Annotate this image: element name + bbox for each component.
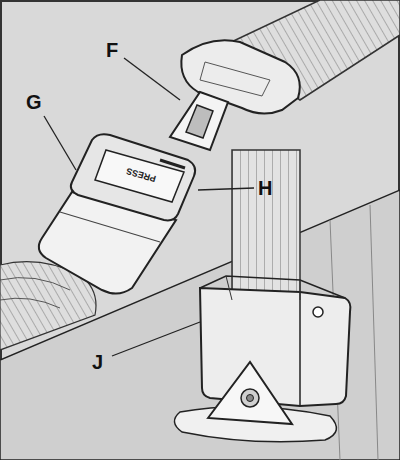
callout-letter: J (92, 352, 103, 372)
buckle-opening (160, 160, 185, 168)
buckle-face (71, 134, 195, 220)
callout-letter: F (106, 40, 118, 60)
anchor-body (200, 288, 350, 406)
tongue-slot (186, 105, 213, 138)
anchor-edges (200, 276, 345, 406)
leader-line (124, 58, 180, 100)
anchor-opening (226, 276, 300, 300)
bolt-head (247, 395, 254, 402)
anchor-bolt (241, 389, 259, 407)
leader-line (44, 116, 76, 170)
seat-folds (0, 278, 70, 308)
buckle-edge (60, 212, 160, 242)
leader-line (112, 322, 200, 356)
callout-letter: G (26, 92, 42, 112)
release-button (95, 150, 184, 202)
anchor-bracket (208, 362, 292, 424)
tongue-plate (170, 92, 228, 150)
anchor-rivet (313, 307, 323, 317)
callout-letter: H (258, 178, 272, 198)
leader-line (198, 188, 254, 190)
floor-panel (0, 190, 400, 460)
tongue-ridge (200, 62, 270, 96)
